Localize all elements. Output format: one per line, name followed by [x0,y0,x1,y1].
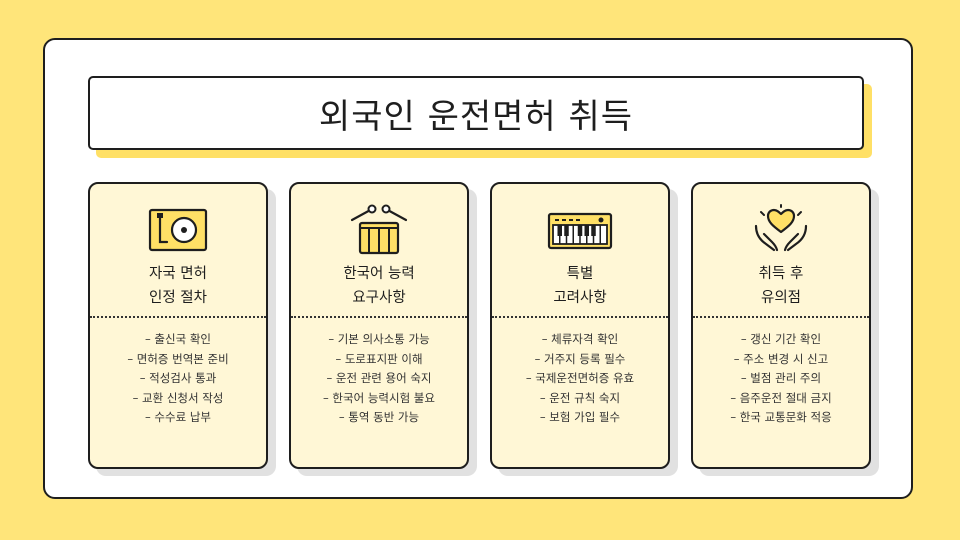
list-item: – 도로표지판 이해 [335,351,423,366]
card-heading-line: 인정 절차 [149,290,207,306]
list-item: – 국제운전면허증 유효 [525,371,635,385]
list-item: – 통역 동반 가능 [338,410,420,424]
list-item: – 보험 가입 필수 [539,410,621,424]
card-heading-line: 취득 후 [758,266,804,282]
card-after-acquisition: 취득 후 유의점 – 갱신 기간 확인 – 주소 변경 시 신고 – 벌점 관리… [691,182,871,469]
list-item: – 적성검사 통과 [139,371,217,385]
dotted-divider [291,316,467,318]
card-heading-line: 고려사항 [553,290,607,306]
list-item: – 한국 교통문화 적응 [730,410,832,424]
title-box: 외국인 운전면허 취득 [88,76,864,150]
card-heading-line: 요구사항 [352,290,406,306]
page-title: 외국인 운전면허 취득 [318,96,634,137]
turntable-icon [143,204,213,256]
keyboard-icon [545,204,615,256]
list-item: – 교환 신청서 작성 [132,390,224,405]
card-heading-line: 유의점 [760,290,802,306]
list-item: – 벌점 관리 주의 [740,371,822,385]
card-korean-requirements: 한국어 능력 요구사항 – 기본 의사소통 가능 – 도로표지판 이해 – 운전… [289,182,469,469]
drum-icon [344,204,414,256]
list-item: – 운전 규칙 숙지 [539,390,621,405]
list-item: – 기본 의사소통 가능 [328,332,430,346]
dotted-divider [693,316,869,318]
list-item: – 면허증 번역본 준비 [127,351,229,366]
dotted-divider [90,316,266,318]
list-item: – 한국어 능력시험 불요 [323,390,435,405]
card-list: – 기본 의사소통 가능 – 도로표지판 이해 – 운전 관련 용어 숙지 – … [291,330,467,428]
card-heading-line: 특별 [566,266,594,282]
list-item: – 운전 관련 용어 숙지 [326,371,432,385]
card-heading-line: 자국 면허 [149,266,207,282]
list-item: – 주소 변경 시 신고 [733,351,829,366]
heart-hands-icon [746,204,816,256]
list-item: – 출신국 확인 [145,332,211,346]
card-heading-line: 한국어 능력 [343,266,415,282]
card-license-recognition: 자국 면허 인정 절차 – 출신국 확인 – 면허증 번역본 준비 – 적성검사… [88,182,268,469]
list-item: – 갱신 기간 확인 [740,332,822,346]
card-list: – 갱신 기간 확인 – 주소 변경 시 신고 – 벌점 관리 주의 – 음주운… [693,330,869,428]
card-special-considerations: 특별 고려사항 – 체류자격 확인 – 거주지 등록 필수 – 국제운전면허증 … [490,182,670,469]
list-item: – 거주지 등록 필수 [534,351,626,366]
card-list: – 출신국 확인 – 면허증 번역본 준비 – 적성검사 통과 – 교환 신청서… [90,330,266,428]
dotted-divider [492,316,668,318]
list-item: – 수수료 납부 [145,410,211,424]
list-item: – 체류자격 확인 [541,332,619,346]
list-item: – 음주운전 절대 금지 [730,390,832,405]
card-list: – 체류자격 확인 – 거주지 등록 필수 – 국제운전면허증 유효 – 운전 … [492,330,668,428]
